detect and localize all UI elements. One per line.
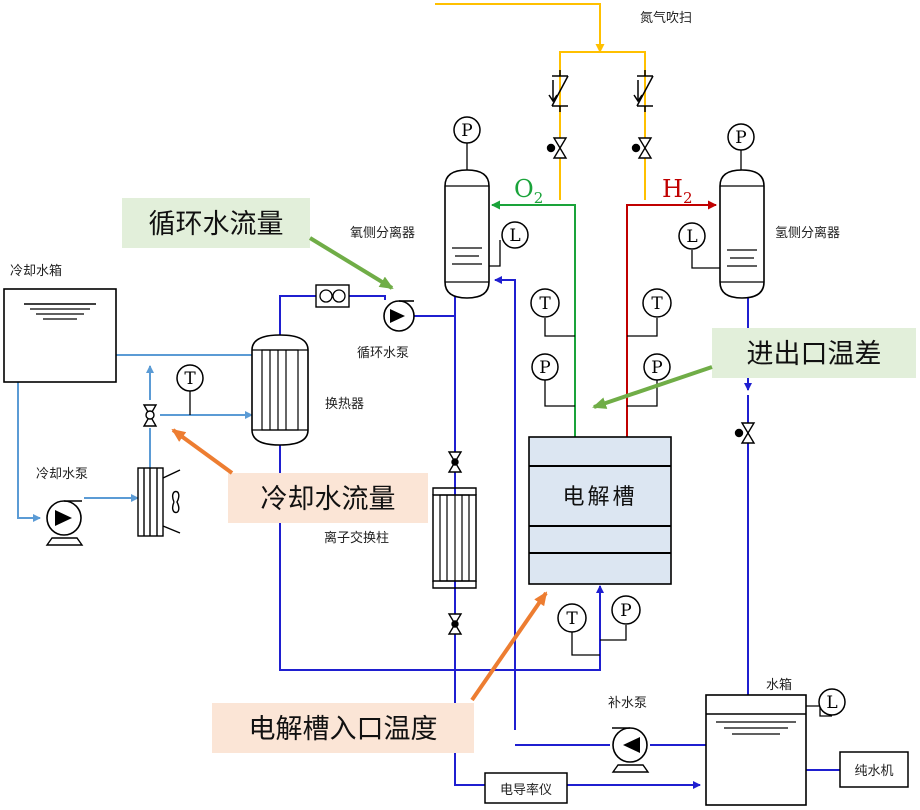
- o2-separator-pressure-gauge: [453, 116, 481, 144]
- nitrogen-lines: [435, 3, 646, 200]
- h2-separator-pressure-gauge: [727, 123, 755, 151]
- cooling-tank-label: 冷却水箱: [10, 263, 62, 279]
- hydrogen-line: [626, 200, 717, 437]
- inlet-temperature-letter: T: [566, 609, 578, 629]
- water-tank-label: 水箱: [766, 677, 792, 693]
- air-cooler-icon: [137, 467, 181, 537]
- h2-separator-level-gauge: [678, 222, 706, 250]
- electrolyzer-label: 电解槽: [562, 485, 637, 510]
- purge-valve-left-icon: [546, 137, 568, 159]
- oxygen-line: [491, 200, 576, 437]
- h2-label: H2: [662, 175, 692, 207]
- callout-circulating-flow: 循环水流量: [122, 198, 394, 290]
- ion-exchange-column-label: 离子交换柱: [324, 530, 389, 546]
- callout-temp-diff-arrow: [592, 365, 713, 409]
- h2-outlet-pressure-letter: P: [651, 358, 662, 378]
- cooling-pump: [45, 500, 84, 546]
- callout-temp-diff-text: 进出口温差: [747, 339, 882, 370]
- oxygen-separator-label: 氧侧分离器: [350, 225, 415, 241]
- purge-valve-right-icon: [631, 137, 653, 159]
- inlet-instrument-taps: [571, 625, 627, 656]
- hydrogen-separator-label: 氢侧分离器: [775, 225, 840, 241]
- callout-circulating-flow-text: 循环水流量: [149, 209, 284, 240]
- pure-water-machine: [839, 751, 909, 788]
- inlet-temperature-gauge: [557, 603, 587, 633]
- circulating-pump-label: 循环水泵: [357, 346, 409, 361]
- ion-column-valve-bottom-icon: [447, 613, 463, 635]
- h2-separator-pressure-letter: P: [735, 128, 746, 148]
- conductivity-meter-label: 电导率仪: [500, 782, 552, 798]
- callout-inlet-temp-text: 电解槽入口温度: [249, 714, 438, 745]
- cooling-pump-label: 冷却水泵: [36, 467, 88, 482]
- nitrogen-purge-label: 氮气吹扫: [640, 10, 692, 26]
- ion-exchange-column: [432, 487, 477, 589]
- callout-inlet-temp-arrow: [470, 591, 548, 702]
- o2-separator-level-gauge: [501, 221, 529, 249]
- water-tank-level-letter: L: [826, 693, 837, 713]
- makeup-pump-label: 补水泵: [608, 696, 647, 711]
- ion-column-valve-top-icon: [447, 451, 463, 473]
- h2-outlet-pressure-gauge: [643, 353, 671, 381]
- callout-inlet-outlet-temp-diff: 进出口温差: [592, 328, 916, 409]
- callout-cooling-flow-text: 冷却水流量: [261, 484, 396, 515]
- callout-electrolyzer-inlet-temp: 电解槽入口温度: [212, 591, 548, 753]
- callout-circulating-flow-arrow: [308, 236, 394, 290]
- check-valve-left-icon: [548, 70, 569, 112]
- o2-label: O2: [514, 175, 543, 207]
- cooling-temperature-gauge: [176, 364, 204, 392]
- oxygen-separator: [444, 142, 501, 299]
- instrument-letters: P P L L T T P P T T P L: [184, 121, 837, 713]
- pure-water-machine-label: 纯水机: [854, 764, 893, 779]
- callout-cooling-flow: 冷却水流量: [171, 428, 428, 523]
- o2-outlet-temperature-letter: T: [539, 294, 551, 314]
- makeup-pump: [611, 727, 650, 773]
- heat-exchanger: [251, 334, 309, 446]
- callout-cooling-flow-arrow: [171, 428, 234, 475]
- inlet-pressure-letter: P: [620, 601, 631, 621]
- electrolyzer: [528, 436, 672, 585]
- water-tank-level-gauge: [818, 688, 846, 716]
- gas-line-instrument-taps: [544, 318, 658, 407]
- h2-outlet-temperature-gauge: [642, 288, 672, 318]
- o2-separator-pressure-letter: P: [461, 121, 472, 141]
- o2-outlet-pressure-gauge: [531, 353, 559, 381]
- h2-separator-level-letter: L: [686, 227, 697, 247]
- cooling-three-way-valve-icon: [142, 404, 158, 427]
- hydrogen-return-valve-icon: [734, 422, 756, 444]
- cooling-temperature-letter: T: [184, 369, 196, 389]
- check-valve-right-icon: [633, 70, 654, 112]
- instrument-bubbles: [176, 116, 846, 716]
- o2-outlet-pressure-letter: P: [539, 358, 550, 378]
- circulating-pump: [383, 300, 415, 332]
- inlet-pressure-gauge: [611, 595, 641, 625]
- flow-meter-icon: [315, 284, 350, 308]
- cooling-tank: [3, 288, 117, 383]
- hydrogen-separator: [691, 150, 765, 299]
- o2-separator-level-letter: L: [509, 226, 520, 246]
- cooling-water-lines: [17, 351, 253, 522]
- conductivity-meter: [484, 772, 568, 804]
- o2-outlet-temperature-gauge: [530, 288, 560, 318]
- h2-outlet-temperature-letter: T: [651, 294, 663, 314]
- water-tank: [705, 694, 832, 806]
- heat-exchanger-label: 换热器: [325, 397, 364, 412]
